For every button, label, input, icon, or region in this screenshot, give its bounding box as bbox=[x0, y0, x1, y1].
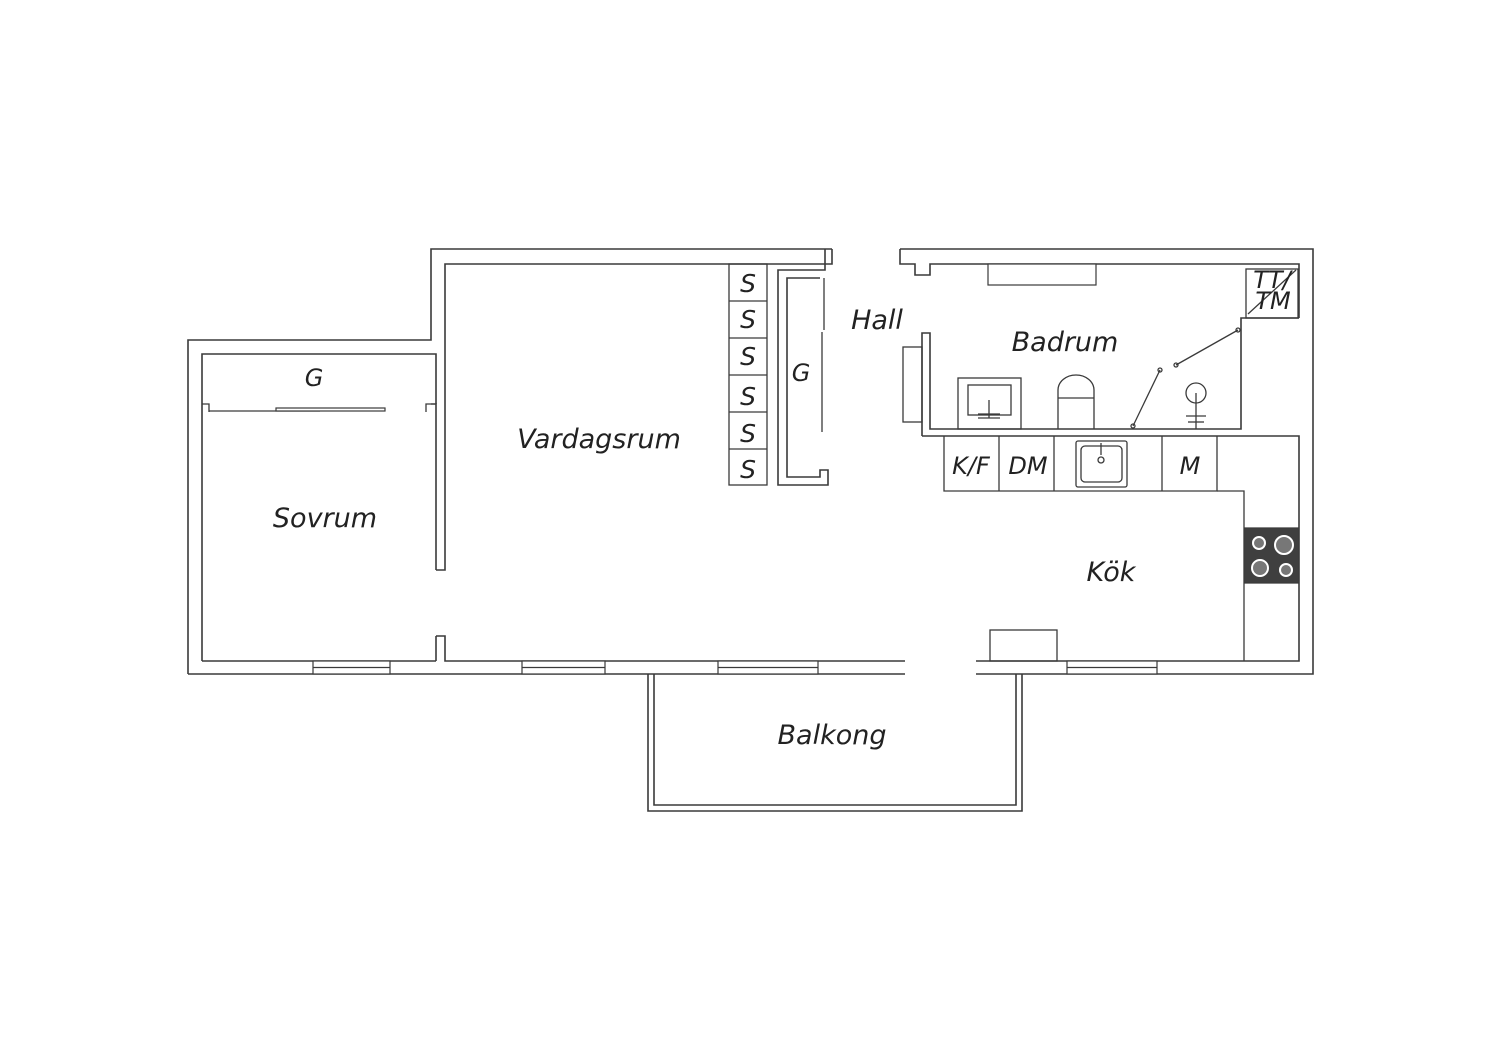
label-balkong: Balkong bbox=[778, 720, 887, 751]
sink-icon bbox=[957, 377, 1022, 430]
label-shelf: S bbox=[740, 342, 756, 371]
label-shelf: S bbox=[740, 455, 756, 484]
label-bedroom-wardrobe: G bbox=[305, 364, 324, 392]
kitchen-sink-icon bbox=[1075, 440, 1128, 488]
bathroom bbox=[902, 268, 1299, 437]
label-hall-wardrobe: G bbox=[792, 359, 811, 387]
hall-wardrobe bbox=[777, 264, 829, 486]
appliance-labels: TT/ TM K/F DM M bbox=[952, 266, 1293, 480]
label-badrum: Badrum bbox=[1012, 327, 1119, 358]
label-hall: Hall bbox=[851, 305, 903, 336]
label-vardagsrum: Vardagsrum bbox=[517, 424, 681, 455]
shelving-unit bbox=[728, 263, 768, 486]
toilet-icon bbox=[1057, 374, 1095, 429]
shower-icon bbox=[1185, 382, 1207, 429]
label-washer-top: TT/ bbox=[1253, 266, 1293, 294]
label-washer-bottom: TM bbox=[1255, 287, 1291, 315]
stove-icon bbox=[1243, 527, 1300, 584]
label-microwave: M bbox=[1180, 452, 1201, 480]
closet-labels: G G S S S S S S bbox=[305, 269, 811, 484]
bedroom-wardrobe bbox=[202, 403, 431, 412]
label-sovrum: Sovrum bbox=[273, 503, 377, 534]
label-shelf: S bbox=[740, 269, 756, 298]
balcony bbox=[647, 674, 1023, 812]
room-labels: Sovrum Vardagsrum Hall Badrum Kök Balkon… bbox=[273, 305, 1137, 751]
label-shelf: S bbox=[740, 382, 756, 411]
windows bbox=[312, 263, 1158, 675]
label-shelf: S bbox=[740, 419, 756, 448]
label-kok: Kök bbox=[1087, 557, 1137, 588]
label-shelf: S bbox=[740, 305, 756, 334]
label-fridge-freezer: K/F bbox=[952, 452, 991, 480]
label-dishwasher: DM bbox=[1008, 452, 1047, 480]
